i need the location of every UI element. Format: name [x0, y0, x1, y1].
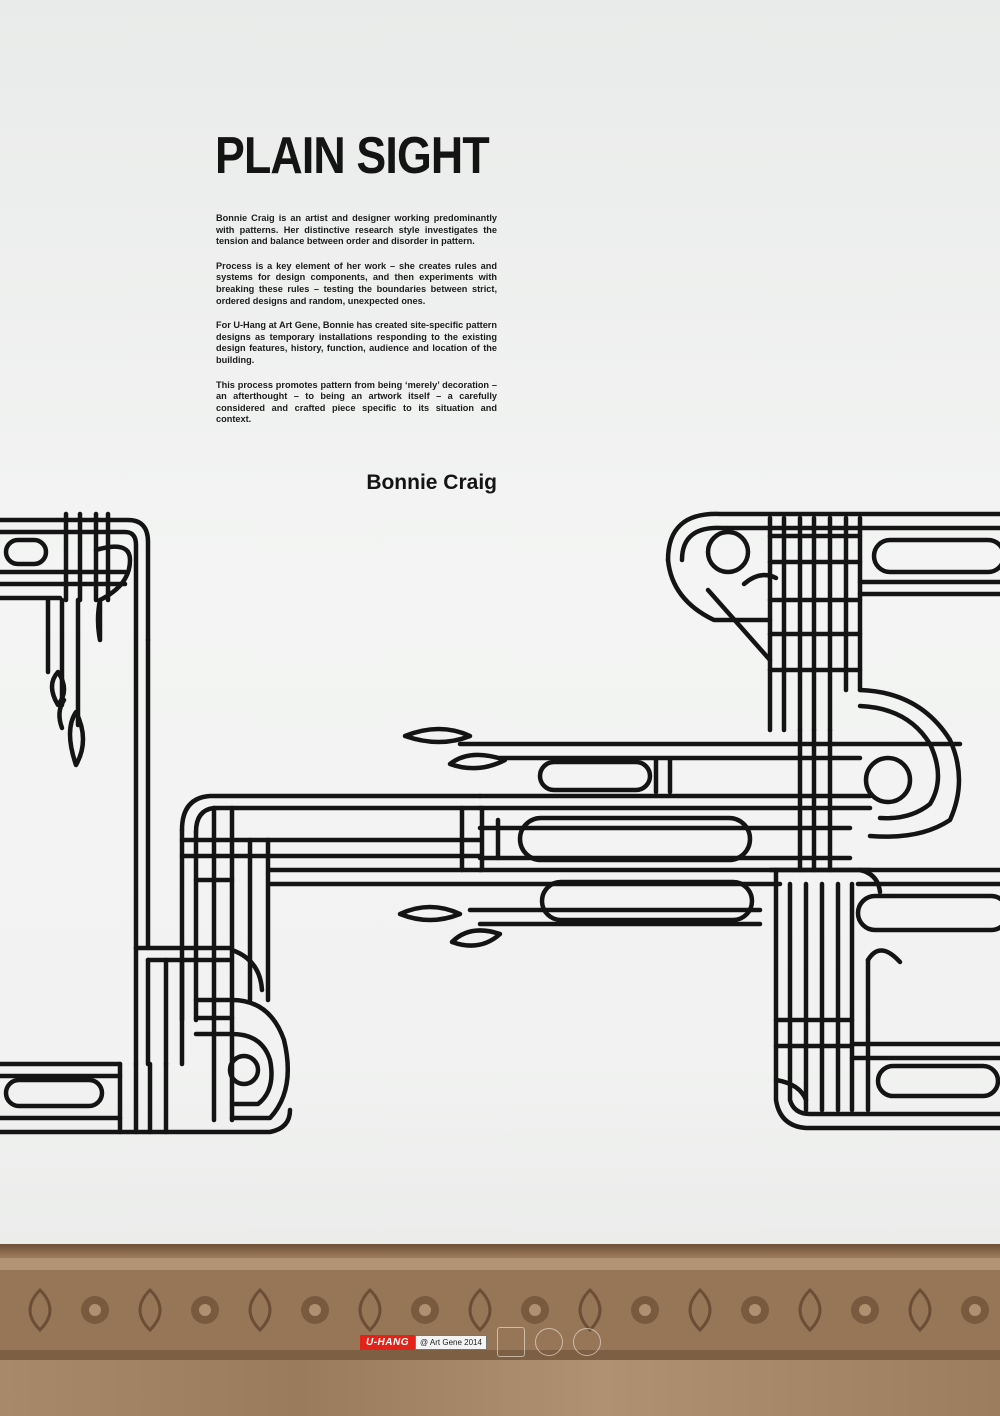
barrow-borough-seal-icon [496, 1327, 525, 1357]
art-gene-label: @ Art Gene 2014 [415, 1334, 487, 1350]
uhang-logo: U-HANG [360, 1334, 415, 1350]
wall-moulding [0, 1244, 1000, 1416]
moulding-frieze [0, 1270, 1000, 1350]
paragraph-4: This process promotes pattern from being… [216, 379, 497, 425]
poster-title: PLAIN SIGHT [215, 127, 490, 185]
author-name: Bonnie Craig [366, 471, 497, 494]
body-text: Bonnie Craig is an artist and designer w… [216, 213, 497, 439]
sponsor-logos: U-HANG @ Art Gene 2014 [360, 1322, 601, 1362]
paragraph-3: For U-Hang at Art Gene, Bonnie has creat… [216, 320, 497, 365]
pure-drop-icon [572, 1328, 601, 1356]
paragraph-1: Bonnie Craig is an artist and designer w… [216, 213, 497, 247]
arts-council-circle-icon [534, 1328, 563, 1356]
pattern-installation [0, 511, 1000, 1135]
paragraph-2: Process is a key element of her work – s… [216, 260, 497, 306]
